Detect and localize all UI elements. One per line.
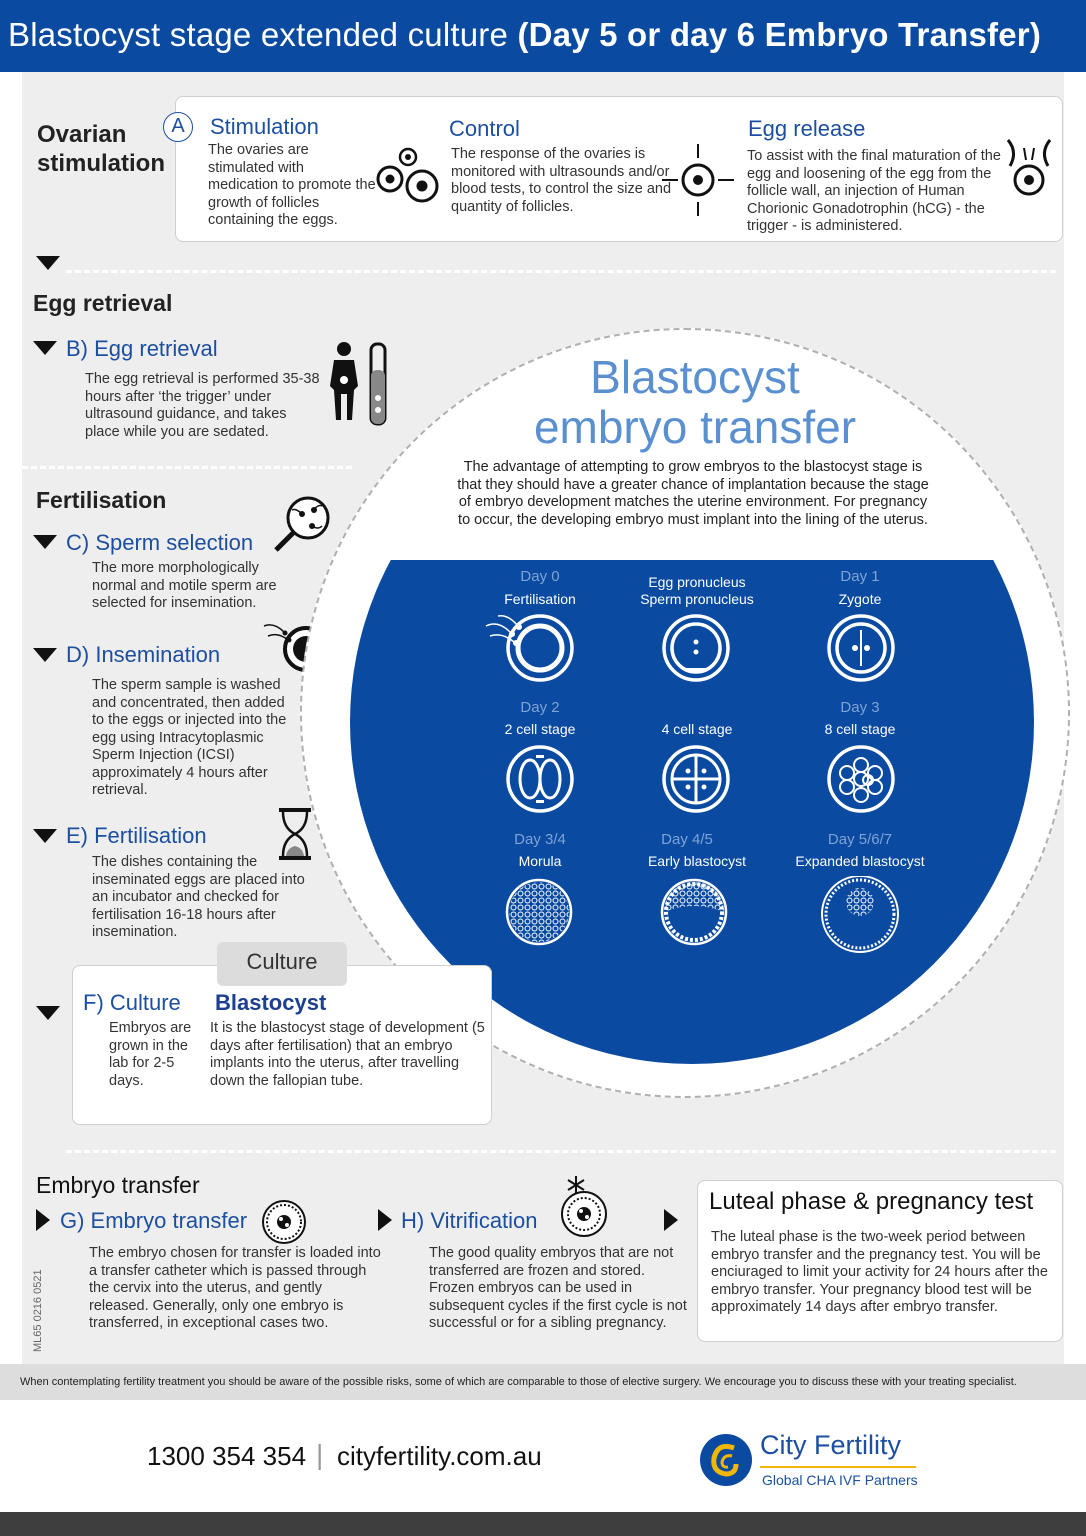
embryo-transfer-text: The embryo chosen for transfer is loaded… (89, 1245, 381, 1331)
expanded-blastocyst-icon (821, 876, 899, 953)
blastocyst-intro-text: The advantage of attempting to grow embr… (457, 459, 929, 528)
arrow-right-icon (378, 1209, 392, 1231)
magnifier-sperm-icon (274, 496, 330, 552)
arrow-down-icon (33, 535, 57, 549)
luteal-title: Luteal phase & pregnancy test (709, 1188, 1034, 1215)
stage-name-label: 2 cell stage (504, 721, 576, 737)
egg-release-text: To assist with the final maturation of t… (747, 148, 1001, 234)
stage-name-label: Early blastocyst (647, 853, 747, 869)
stage-name-label: Sperm pronucleus (640, 591, 754, 607)
stimulation-title: Stimulation (210, 114, 319, 139)
sperm-selection-title: C) Sperm selection (66, 530, 254, 555)
egg-retrieval-section-title: Egg retrieval (33, 290, 173, 316)
stage-name-label: 4 cell stage (661, 721, 733, 737)
two-cell-icon (506, 745, 574, 813)
snowflake-embryo-icon (561, 1176, 607, 1237)
four-cell-icon (662, 745, 730, 813)
divider (66, 270, 1056, 273)
contact-divider: | (316, 1439, 324, 1470)
insemination-text: The sperm sample is washed and concentra… (92, 677, 287, 798)
bottom-bar (0, 1512, 1086, 1536)
stage-day-label: Day 4/5 (661, 831, 713, 848)
stage-day-label: Day 3 (840, 699, 880, 716)
egg-retrieval-title: B) Egg retrieval (66, 336, 218, 361)
fertilisation-title: E) Fertilisation (66, 823, 207, 848)
blastocyst-title-line2: embryo transfer (533, 401, 857, 453)
embryo-transfer-icon (262, 1200, 306, 1244)
vitrification-title: H) Vitrification (401, 1208, 538, 1233)
city-fertility-logo-icon (700, 1434, 752, 1486)
arrow-down-icon (33, 829, 57, 843)
arrow-down-icon (33, 648, 57, 662)
embryo-transfer-title: G) Embryo transfer (60, 1208, 248, 1233)
brand-tagline: Global CHA IVF Partners (762, 1472, 918, 1488)
stimulation-text: The ovaries are stimulated with medicati… (208, 142, 376, 228)
stage-name-label: Zygote (838, 591, 882, 607)
risk-disclaimer: When contemplating fertility treatment y… (0, 1364, 1086, 1400)
arrow-down-icon (36, 1006, 60, 1020)
insemination-title: D) Insemination (66, 642, 221, 667)
follicles-icon (376, 147, 439, 203)
culture-card (72, 965, 492, 1125)
stage-name-label: 8 cell stage (824, 721, 896, 737)
brand-name: City Fertility (760, 1430, 901, 1460)
arrow-right-icon (664, 1209, 678, 1231)
stage-name-label: Morula (518, 853, 562, 869)
document-code: ML65 0216 0521 (32, 1269, 44, 1352)
ovarian-section-title: Ovarian stimulation (37, 121, 166, 177)
eight-cell-icon (827, 745, 895, 813)
fertilisation-cell-icon (485, 614, 574, 682)
early-blastocyst-icon (660, 878, 728, 946)
arrow-down-icon (36, 256, 60, 270)
luteal-text: The luteal phase is the two-week period … (711, 1229, 1048, 1315)
culture-title: F) Culture (83, 990, 181, 1015)
blastocyst-title-line1: Blastocyst (590, 351, 800, 403)
egg-retrieval-text: The egg retrieval is performed 35-38 hou… (85, 371, 320, 440)
zygote-cell-icon (827, 614, 895, 682)
ultrasound-egg-icon (662, 144, 734, 216)
culture-text: Embryos are grown in the lab for 2-5 day… (109, 1020, 192, 1089)
sperm-selection-text: The more morphologically normal and moti… (92, 560, 277, 611)
arrow-down-icon (33, 341, 57, 355)
stage-day-label: Egg pronucleus (648, 574, 746, 590)
morula-icon (505, 878, 573, 946)
stage-name-label: Fertilisation (504, 591, 576, 607)
divider (22, 466, 352, 469)
website-link[interactable]: cityfertility.com.au (337, 1441, 542, 1471)
stage-day-label: Day 1 (840, 568, 880, 585)
page-header: Blastocyst stage extended culture (Day 5… (0, 0, 1086, 72)
divider (66, 1150, 1056, 1153)
step-a-badge: A (163, 112, 193, 142)
phone-number: 1300 354 354 (147, 1441, 307, 1471)
fertilisation-section-title: Fertilisation (36, 487, 167, 513)
pronucleus-cell-icon (662, 614, 730, 682)
stage-day-label: Day 2 (520, 699, 560, 716)
stage-day-label: Day 5/6/7 (827, 831, 893, 848)
arrow-right-icon (36, 1209, 50, 1231)
stage-name-label: Expanded blastocyst (795, 853, 925, 869)
embryo-transfer-section-title: Embryo transfer (36, 1172, 200, 1198)
stage-day-label: Day 3/4 (514, 831, 566, 848)
ovarian-card (175, 96, 1063, 242)
stage-day-label: Day 0 (520, 568, 560, 585)
control-title: Control (449, 116, 520, 141)
page-title: Blastocyst stage extended culture (Day 5… (8, 16, 1042, 53)
patient-test-tube-icon (330, 342, 387, 426)
luteal-card (697, 1180, 1063, 1342)
blastocyst-card-text: It is the blastocyst stage of developmen… (210, 1020, 485, 1089)
culture-tab: Culture (217, 942, 347, 986)
egg-release-title: Egg release (748, 116, 866, 141)
blastocyst-card-title: Blastocyst (215, 990, 327, 1015)
vitrification-text: The good quality embryos that are not tr… (429, 1245, 687, 1331)
brand-underline (760, 1466, 916, 1468)
egg-release-icon (1006, 139, 1052, 196)
control-text: The response of the ovaries is monitored… (451, 146, 672, 215)
hourglass-icon (279, 808, 311, 860)
fertilisation-text: The dishes containing the inseminated eg… (92, 854, 305, 940)
